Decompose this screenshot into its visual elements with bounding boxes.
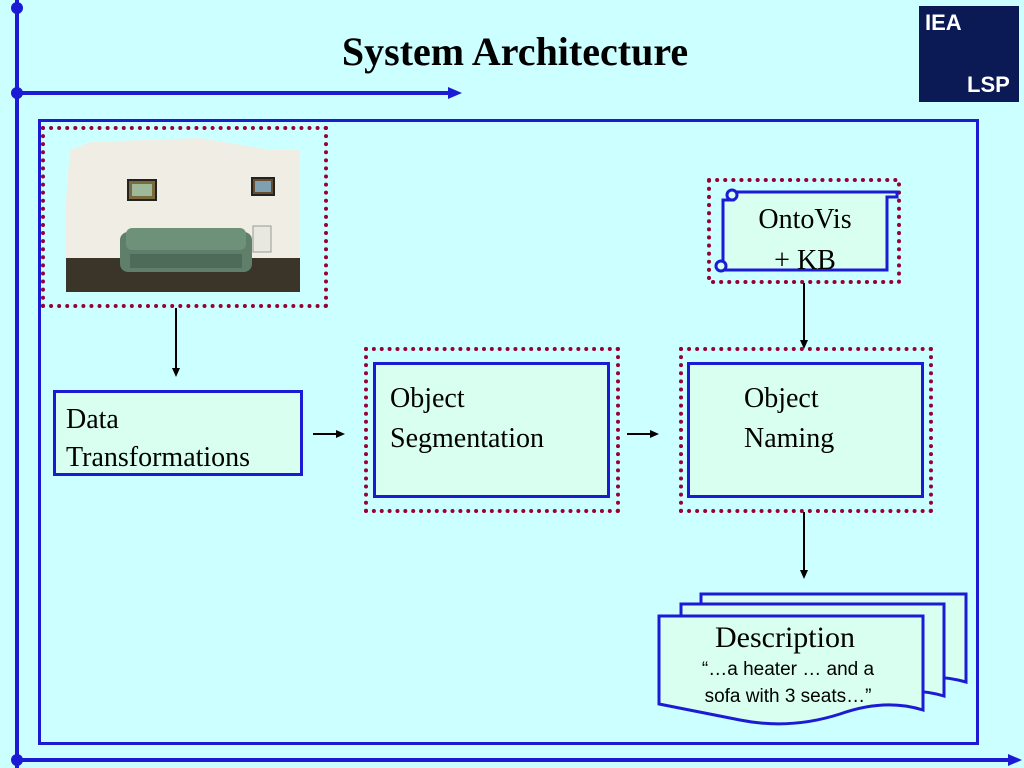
arrowhead-segmentation-to-naming xyxy=(650,430,659,438)
diagram-frame xyxy=(38,119,979,745)
arrowhead-image-to-transform xyxy=(172,368,180,377)
description-title: Description xyxy=(715,621,855,654)
logo-text-top: IEA xyxy=(925,10,962,35)
ontovis-scroll-curl-bottom xyxy=(714,259,728,273)
object-naming-line2: Naming xyxy=(744,423,835,454)
ontovis-line1: OntoVis xyxy=(758,204,852,235)
axis-dot-top xyxy=(11,2,23,14)
description-quote-line2: sofa with 3 seats…” xyxy=(704,686,872,707)
object-segmentation-box: Object Segmentation xyxy=(373,362,610,498)
ontovis-line2: + KB xyxy=(774,245,836,276)
object-naming-box: Object Naming xyxy=(687,362,924,498)
object-segmentation-line2: Segmentation xyxy=(390,423,544,454)
logo-text-bottom: LSP xyxy=(967,72,1010,97)
input-image-border xyxy=(41,126,328,308)
iea-lsp-logo: IEA LSP xyxy=(919,6,1019,102)
object-segmentation-dotted-border xyxy=(364,347,620,513)
object-naming-line1: Object xyxy=(744,383,819,414)
top-axis-arrowhead xyxy=(448,87,462,99)
arrowhead-transform-to-segmentation xyxy=(336,430,345,438)
object-segmentation-line1: Object xyxy=(390,383,465,414)
ontovis-scroll-curl-top xyxy=(725,188,739,202)
bottom-axis-arrowhead xyxy=(1008,754,1022,766)
arrowhead-naming-to-description xyxy=(800,570,808,579)
description-quote: “…a heater … and a sofa with 3 seats…” xyxy=(668,656,908,710)
room-photo-illustration xyxy=(66,138,300,292)
object-naming-dotted-border xyxy=(679,347,933,513)
data-transformations-line1: Data xyxy=(66,404,119,435)
description-quote-line1: “…a heater … and a xyxy=(701,659,875,680)
ontovis-label: OntoVis + KB xyxy=(735,199,875,281)
arrowhead-ontovis-to-naming xyxy=(800,340,808,349)
page-title: System Architecture xyxy=(341,29,689,74)
data-transformations-line2: Transformations xyxy=(66,442,251,473)
description-doc-front xyxy=(657,614,925,726)
data-transformations-box: Data Transformations xyxy=(53,390,303,476)
ontovis-dotted-border xyxy=(707,178,901,284)
